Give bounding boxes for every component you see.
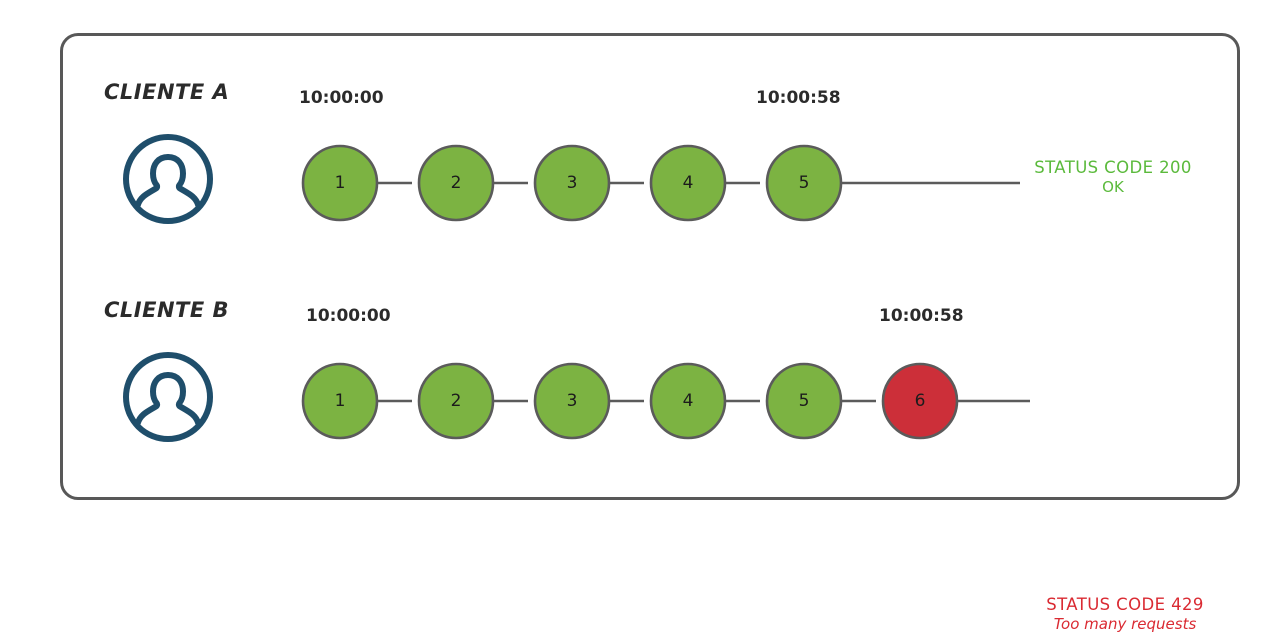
status-code-line: STATUS CODE 429	[1046, 595, 1204, 614]
node-label: 2	[451, 391, 462, 411]
timestamp-end-b: 10:00:58	[879, 306, 964, 326]
client-label-b: CLIENTE B	[104, 298, 230, 322]
node-3[interactable]: 3	[533, 362, 611, 440]
status-badge-a: STATUS CODE 200 OK	[1028, 157, 1198, 197]
node-5[interactable]: 5	[765, 144, 843, 222]
node-label: 3	[567, 173, 578, 193]
node-3[interactable]: 3	[533, 144, 611, 222]
user-avatar-icon	[120, 131, 216, 231]
node-label: 3	[567, 391, 578, 411]
node-2[interactable]: 2	[417, 362, 495, 440]
status-message-line: Too many requests	[1053, 615, 1197, 634]
node-1[interactable]: 1	[301, 144, 379, 222]
diagram-panel	[60, 33, 1240, 500]
diagram-canvas: CLIENTE A 10:00:00 10:00:58 1	[60, 33, 1240, 633]
client-label-a: CLIENTE A	[104, 80, 230, 104]
node-label: 4	[683, 173, 694, 193]
node-label: 4	[683, 391, 694, 411]
node-6[interactable]: 6	[881, 362, 959, 440]
node-1[interactable]: 1	[301, 362, 379, 440]
node-4[interactable]: 4	[649, 144, 727, 222]
timestamp-end-a: 10:00:58	[756, 88, 841, 108]
node-4[interactable]: 4	[649, 362, 727, 440]
node-label: 5	[799, 391, 810, 411]
request-chain-a: 1 2 3 4 5	[301, 144, 1020, 222]
user-avatar-icon	[120, 349, 216, 449]
status-code-line: STATUS CODE 200	[1034, 158, 1192, 177]
node-label: 1	[335, 173, 346, 193]
node-5[interactable]: 5	[765, 362, 843, 440]
request-chain-b: 1 2 3 4 5 6	[301, 362, 1030, 440]
node-label: 2	[451, 173, 462, 193]
node-label: 6	[915, 391, 926, 411]
status-message-line: OK	[1102, 178, 1124, 197]
node-label: 1	[335, 391, 346, 411]
node-2[interactable]: 2	[417, 144, 495, 222]
timestamp-start-a: 10:00:00	[299, 88, 384, 108]
status-badge-b: STATUS CODE 429 Too many requests	[1030, 594, 1220, 634]
timestamp-start-b: 10:00:00	[306, 306, 391, 326]
node-label: 5	[799, 173, 810, 193]
